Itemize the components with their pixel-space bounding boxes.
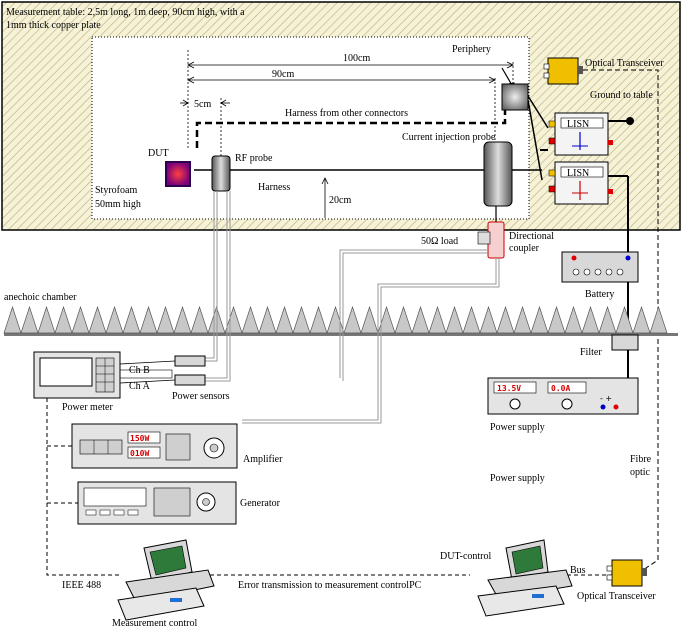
dimension-lines <box>180 50 514 218</box>
periphery-box <box>501 83 529 111</box>
amplifier-label: Amplifier <box>243 454 283 465</box>
directional-coupler-label-1: Directional <box>509 231 554 242</box>
power-supply-device: - + <box>487 377 639 415</box>
lisn-2 <box>548 161 613 205</box>
styrofoam-label: Styrofoam <box>95 185 137 196</box>
load-label: 50Ω load <box>421 236 458 247</box>
dimension-5cm: 5cm <box>194 99 211 110</box>
table-caption-line2: 1mm thick copper plate <box>6 20 101 31</box>
channel-a-label: Ch A <box>129 381 151 392</box>
power-supply-device-label: Power supply <box>490 422 545 433</box>
amplifier-display-2: 010W <box>130 449 149 458</box>
current-injection-probe-label: Current injection probe <box>402 132 496 143</box>
channel-b-label: Ch B <box>129 365 150 376</box>
power-supply-text-label: Power supply <box>490 473 545 484</box>
dut-control-label: DUT-control <box>440 551 492 562</box>
filter-label: Filter <box>580 347 602 358</box>
dut-control-pc <box>477 539 573 617</box>
power-sensors <box>119 355 206 386</box>
optical-transceiver-bottom <box>606 559 647 587</box>
generator-label: Generator <box>240 498 281 509</box>
power-sensors-label: Power sensors <box>172 391 230 402</box>
lisn-1-label: LISN <box>567 119 589 130</box>
lisn-1 <box>548 112 613 156</box>
anechoic-chamber-label: anechoic chamber <box>4 292 77 303</box>
svg-text:- +: - + <box>600 394 612 403</box>
harness-other-label: Harness from other connectors <box>285 108 408 119</box>
ground-terminal <box>626 117 634 125</box>
power-meter-label: Power meter <box>62 402 113 413</box>
directional-coupler-label-2: coupler <box>509 243 540 254</box>
optical-transceiver-bottom-label: Optical Transceiver <box>577 591 656 602</box>
power-supply-voltage-display: 13.5V <box>497 384 521 393</box>
amplifier <box>71 423 238 469</box>
rf-probe-label: RF probe <box>235 153 273 164</box>
ieee-488-label: IEEE 488 <box>62 580 101 591</box>
optical-transceiver-top-label: Optical Transceiver <box>585 58 664 69</box>
battery-label: Battery <box>585 289 614 300</box>
anechoic-absorbers <box>3 305 678 336</box>
ground-to-table-label: Ground to table <box>590 90 653 101</box>
dut-box <box>165 161 191 187</box>
current-injection-probe <box>483 141 513 207</box>
lisn-2-label: LISN <box>567 168 589 179</box>
directional-coupler <box>477 206 505 259</box>
periphery-label: Periphery <box>452 44 491 55</box>
bus-label: Bus <box>570 565 586 576</box>
generator <box>77 481 237 525</box>
dimension-90cm: 90cm <box>272 69 294 80</box>
amplifier-display-1: 150W <box>130 434 149 443</box>
fibre-label: Fibre <box>630 454 652 465</box>
measurement-control-label: Measurement control <box>112 618 197 629</box>
table-caption-line1: Measurement table: 2,5m long, 1m deep, 9… <box>6 7 245 18</box>
ieee-bus <box>46 398 612 576</box>
coax-cables <box>205 191 500 424</box>
battery <box>561 251 639 283</box>
filter-box <box>611 334 639 351</box>
styrofoam-height-label: 50mm high <box>95 199 141 210</box>
optical-transceiver-top <box>543 57 583 85</box>
error-transmission-label: Error transmission to measurement contro… <box>238 580 422 591</box>
dut-label: DUT <box>148 148 169 159</box>
measurement-control-pc <box>117 539 215 621</box>
dimension-20cm: 20cm <box>329 195 351 206</box>
optic-label: optic <box>630 467 651 478</box>
harness-label: Harness <box>258 182 290 193</box>
rf-probe <box>211 155 231 192</box>
power-supply-current-display: 0.0A <box>551 384 570 393</box>
dimension-100cm: 100cm <box>343 53 370 64</box>
power-meter <box>33 351 173 399</box>
